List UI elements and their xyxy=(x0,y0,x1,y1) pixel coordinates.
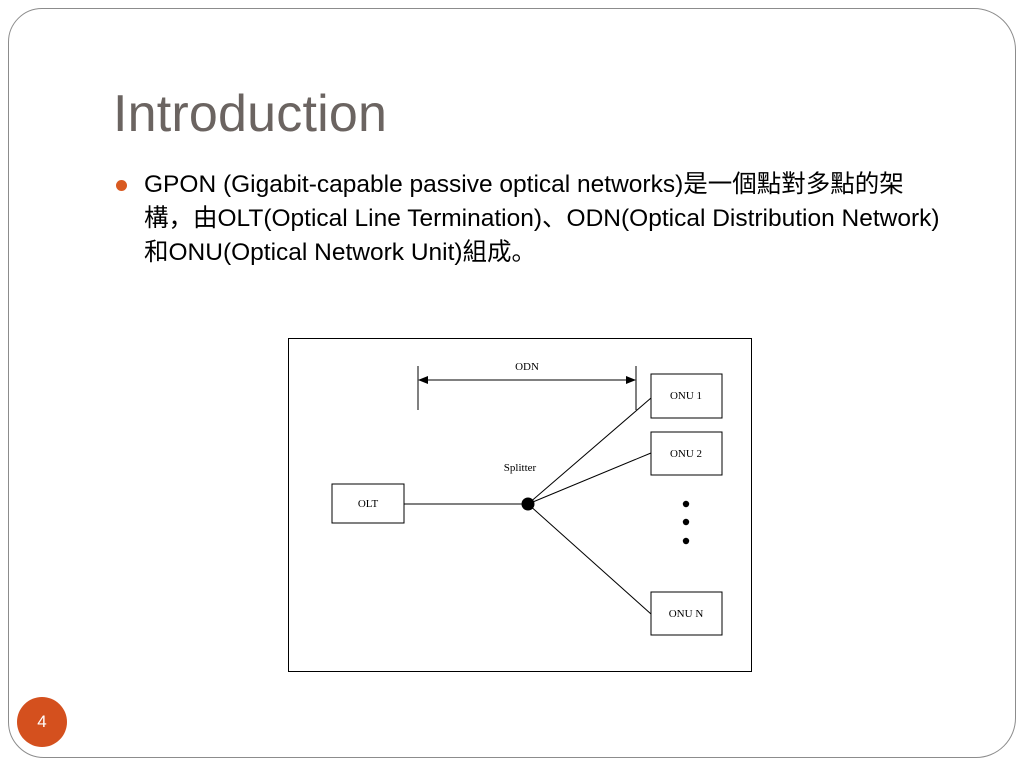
ellipsis-dot-icon xyxy=(682,500,690,508)
onu2-box xyxy=(650,431,723,476)
onu1-link xyxy=(527,397,652,505)
odn-label: ODN xyxy=(515,361,539,373)
ellipsis-dot-icon xyxy=(682,518,690,526)
onu2-link xyxy=(527,452,652,505)
olt-label: OLT xyxy=(358,498,379,510)
ellipsis-dot-icon xyxy=(682,537,690,545)
onun-link xyxy=(527,503,652,615)
gpon-diagram: ODN OLT Splitter ONU 1 ONU 2 ONU N xyxy=(288,338,752,672)
onun-label: ONU N xyxy=(669,608,704,620)
splitter-label: Splitter xyxy=(504,462,537,474)
onu2-label: ONU 2 xyxy=(670,448,702,460)
page-number-badge: 4 xyxy=(17,697,67,747)
slide-title: Introduction xyxy=(113,85,388,143)
bullet-dot-icon xyxy=(116,180,127,191)
bullet-text: GPON (Gigabit-capable passive optical ne… xyxy=(144,171,940,266)
onu1-label: ONU 1 xyxy=(670,390,702,402)
onun-box xyxy=(650,591,723,636)
onu1-box xyxy=(650,373,723,419)
